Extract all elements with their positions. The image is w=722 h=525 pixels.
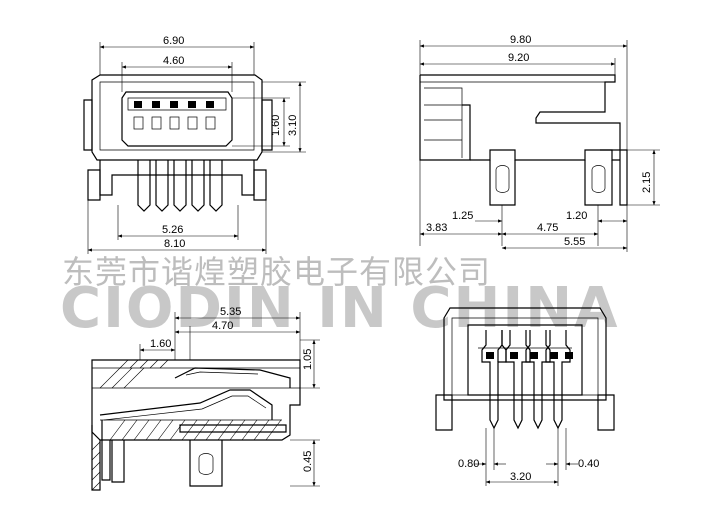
dim-section-len-b: 4.70	[212, 320, 233, 332]
front-pins	[137, 160, 223, 212]
bottom-view: 0.80 0.40 3.20	[435, 307, 615, 486]
dim-side-tail-height: 2.15	[641, 172, 653, 193]
dim-side-to-peg: 3.83	[426, 222, 447, 234]
dim-side-tail-offset: 1.20	[566, 210, 587, 222]
dim-side-peg-spacing: 4.75	[537, 222, 558, 234]
watermark-chinese: 东莞市谐煌塑胶电子有限公司	[62, 253, 491, 291]
dim-bottom-span: 3.20	[510, 471, 531, 483]
dim-side-body-length: 9.20	[508, 52, 529, 64]
dim-front-height-outer: 3.10	[287, 115, 299, 136]
dim-front-height-inner: 1.60	[270, 115, 282, 136]
dim-bottom-pitch: 0.80	[458, 458, 479, 470]
watermark: 东莞市谐煌塑胶电子有限公司 CIODIN IN CHINA	[60, 253, 617, 341]
dim-front-overall-top: 6.90	[163, 35, 184, 47]
dim-front-inner-top: 4.60	[163, 55, 184, 67]
dim-front-pin-span: 5.26	[162, 224, 183, 236]
dim-side-total-length: 9.80	[510, 34, 531, 46]
dim-front-overall-bottom: 8.10	[164, 238, 185, 250]
section-hatch-lower	[100, 419, 287, 441]
bottom-pins	[481, 330, 573, 430]
dim-section-height-top: 1.05	[302, 349, 314, 370]
dim-side-peg-offset: 1.25	[452, 210, 473, 222]
section-hatch-pin	[91, 441, 101, 491]
dim-section-len-a: 5.35	[220, 306, 241, 318]
dim-bottom-pin-width: 0.40	[578, 458, 599, 470]
front-view: 6.90 4.60 5.26 8.10 1.60 3.10	[83, 35, 306, 254]
dim-side-overall-mount: 5.55	[564, 236, 585, 248]
side-view: 9.80 9.20 1.25 1.20 3.83 4.75 5.55 2.15	[419, 34, 660, 252]
dim-section-height-bottom: 0.45	[302, 451, 314, 472]
section-hatch-upper	[99, 359, 291, 389]
front-contacts	[133, 101, 216, 130]
section-view: 5.35 4.70 1.60 1.05 0.45	[91, 306, 320, 491]
dim-section-len-c: 1.60	[150, 338, 171, 350]
